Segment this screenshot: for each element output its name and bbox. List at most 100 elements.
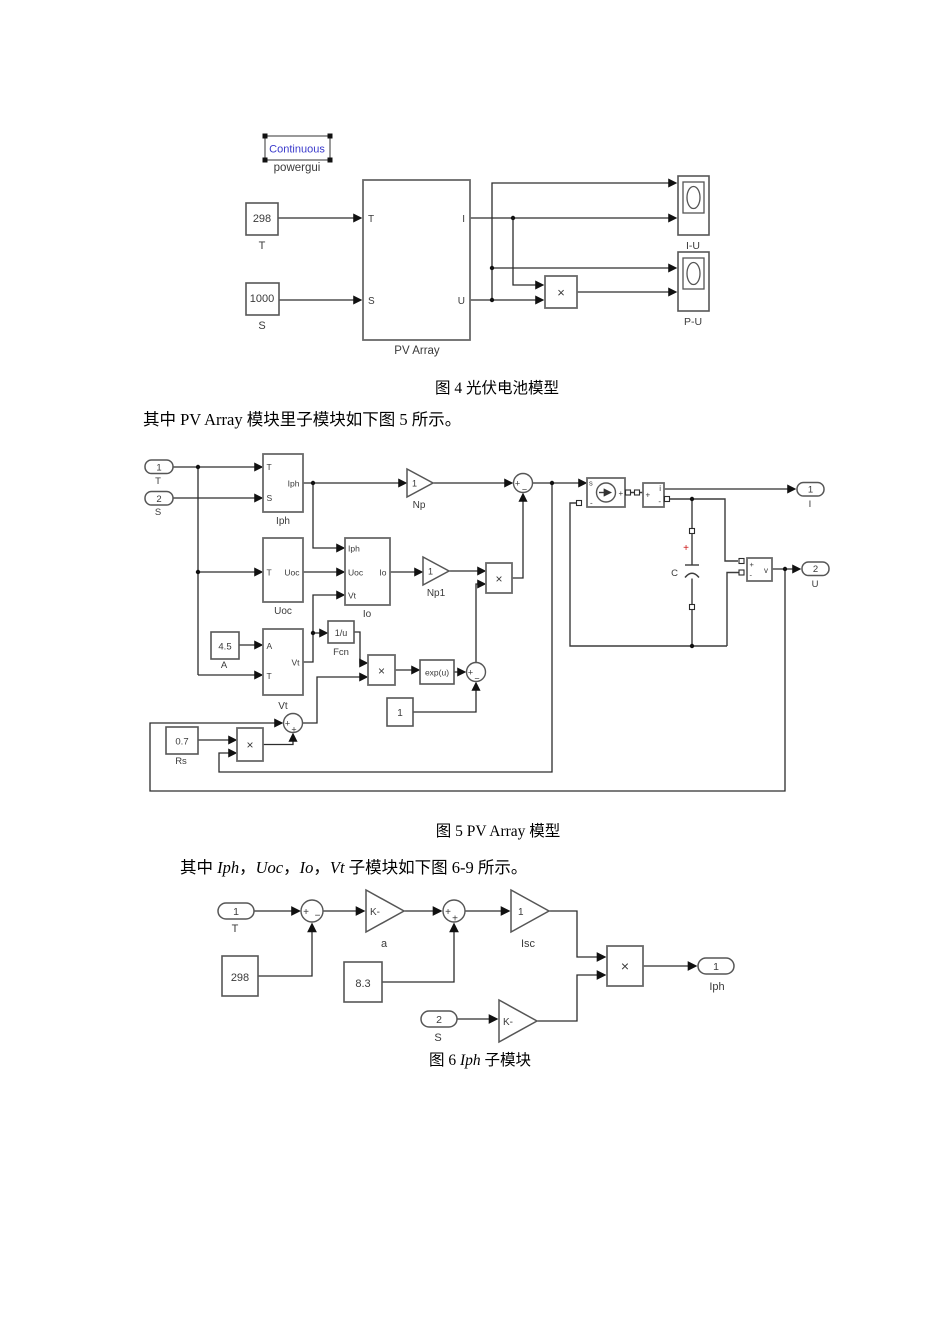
sum-plus-sign: + <box>452 914 458 925</box>
wire <box>413 681 481 713</box>
sum-minus-sign: − <box>474 674 479 684</box>
constant-298-block: 298 <box>221 955 259 997</box>
outport-1-label: I <box>809 499 812 510</box>
fcn-label: Fcn <box>333 647 349 658</box>
constant-1000-label: S <box>258 320 265 332</box>
main-sum-block: + − <box>512 472 534 495</box>
io-subsystem-block: Iph Uoc Vt Io Io <box>344 537 391 620</box>
capacitor-block: + C <box>671 527 700 611</box>
selection-handle <box>327 157 333 163</box>
pv-array-port-t: T <box>368 214 374 225</box>
wire <box>303 590 346 663</box>
fig6-wires <box>254 906 698 1024</box>
port-connector <box>663 495 671 503</box>
iph-subsystem-block: T S Iph Iph <box>262 453 304 527</box>
wire <box>475 579 487 663</box>
constant-1000-value: 1000 <box>250 293 274 305</box>
outport-2-label: U <box>812 579 819 590</box>
wire <box>512 492 528 579</box>
outport-number: 1 <box>713 961 719 973</box>
wire <box>549 910 607 962</box>
scope-screen-icon <box>686 185 701 210</box>
source-minus-label: - <box>590 499 593 508</box>
sum-minus-sign: − <box>315 911 321 922</box>
vmeas-plus-label: + <box>750 560 755 569</box>
constant-45-block: 4.5 A <box>210 631 240 671</box>
io-port-iph: Iph <box>348 544 360 554</box>
wire <box>537 970 607 1022</box>
wire <box>664 498 738 562</box>
figure4-diagram: Continuous powergui 298 T 1000 S T S I U… <box>245 133 710 357</box>
wire <box>512 218 545 290</box>
outport-2-U: 2 U <box>801 561 830 590</box>
para2-text: 其中 <box>180 858 218 877</box>
outport-1-I: 1 I <box>796 481 825 510</box>
pv-array-label: PV Array <box>394 345 440 357</box>
powergui-label: powergui <box>274 162 321 174</box>
constant-1-value: 1 <box>397 708 403 719</box>
constant-298-block: 298 T <box>245 202 279 252</box>
junction-dot <box>489 265 495 271</box>
u-rsi-sum-block: + + <box>282 712 304 735</box>
junction-dot <box>782 566 788 572</box>
figure5-diagram: 1 T 2 S T S Iph Iph 1 Np T Uoc Uoc <box>144 453 830 792</box>
constant-298-value: 298 <box>231 972 249 984</box>
product-block: × <box>606 945 644 987</box>
constant-1000-block: 1000 S <box>245 282 280 332</box>
vt-port-a: A <box>267 641 273 651</box>
gain-a-label: a <box>381 938 388 950</box>
product-symbol: × <box>557 285 565 300</box>
inport-1-T: 1 T <box>217 902 255 935</box>
vt-label: Vt <box>278 701 288 712</box>
caption6-iph: Iph <box>459 1052 481 1069</box>
paragraph-2: 其中 Iph，Uoc，Io，Vt 子模块如下图 6-9 所示。 <box>180 854 527 878</box>
inport-2-S: 2 S <box>420 1010 458 1044</box>
para2-text: 子模块如下图 6-9 所示。 <box>344 858 528 877</box>
imeas-i-label: i <box>659 484 661 493</box>
junction-dot <box>489 297 495 303</box>
constant-rs-block: 0.7 Rs <box>165 726 199 767</box>
sum-plus-sign: + <box>445 907 451 918</box>
para2-iph: Iph <box>217 858 240 877</box>
wire <box>491 178 678 300</box>
iph-port-out: Iph <box>288 479 300 489</box>
fig5-electrical-wires <box>569 491 739 649</box>
para2-uoc: Uoc <box>255 858 284 877</box>
iph-label: Iph <box>276 516 290 527</box>
port-connector <box>624 489 632 496</box>
sum-plus-sign: + <box>468 668 473 678</box>
junction-dot <box>195 569 201 575</box>
gain-isc-label: Isc <box>521 938 536 950</box>
powergui-block: Continuous powergui <box>262 133 333 174</box>
uoc-label: Uoc <box>274 606 292 617</box>
inport-2-label: S <box>155 507 161 518</box>
uoc-subsystem-block: T Uoc Uoc <box>262 537 304 617</box>
paragraph-1: 其中 PV Array 模块里子模块如下图 5 所示。 <box>143 410 462 429</box>
constant-45-label: A <box>221 660 228 671</box>
io-port-vt: Vt <box>348 591 357 601</box>
io-port-out: Io <box>379 568 386 578</box>
port-connector <box>688 603 696 611</box>
product3-block: × <box>236 727 264 762</box>
outport-label: Iph <box>709 981 724 993</box>
pv-array-port-s: S <box>368 296 375 307</box>
exp-block: exp(u) <box>419 659 455 685</box>
controlled-current-source-block: s + - <box>575 477 641 508</box>
pv-array-block: T S I U PV Array <box>362 179 471 357</box>
product1-symbol: × <box>378 664 385 678</box>
io-label: Io <box>363 609 372 620</box>
capacitor-label: C <box>671 568 678 579</box>
imeas-plus-label: + <box>646 491 651 500</box>
imeas-minus-label: - <box>658 497 661 506</box>
port-connector <box>633 489 641 496</box>
scope-pu-block: P-U <box>677 251 710 328</box>
inport-2-S: 2 S <box>144 490 174 518</box>
wire <box>354 631 369 668</box>
io-port-uoc: Uoc <box>348 568 364 578</box>
vt-port-out: Vt <box>291 658 300 668</box>
product-block: × <box>544 275 578 309</box>
selection-handle <box>327 133 333 139</box>
junction-dot <box>195 464 201 470</box>
vmeas-v-label: v <box>764 566 768 575</box>
sum-plus-sign: + <box>285 719 290 729</box>
